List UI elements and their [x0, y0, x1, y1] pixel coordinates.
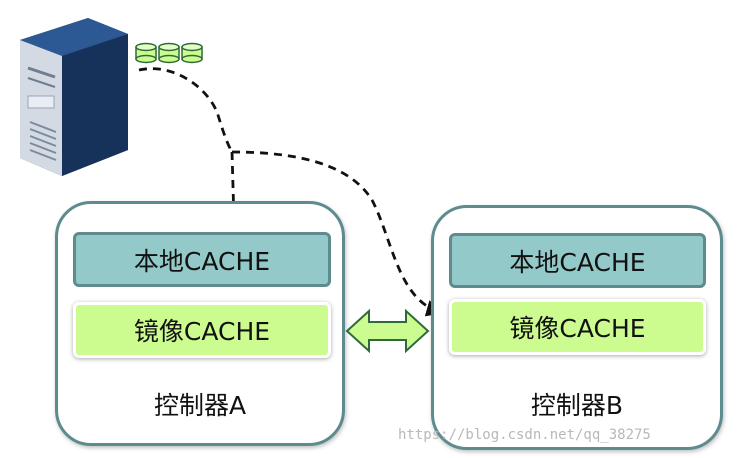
- mirror-cache-a: 镜像CACHE: [73, 302, 331, 358]
- controller-b: 本地CACHE 镜像CACHE 控制器B: [431, 205, 723, 450]
- disk-icon: [158, 42, 180, 64]
- mirror-cache-b: 镜像CACHE: [449, 299, 706, 355]
- local-cache-a: 本地CACHE: [73, 232, 331, 287]
- local-cache-b-label: 本地CACHE: [509, 247, 646, 277]
- server-tower-icon: [20, 18, 128, 176]
- controller-a: 本地CACHE 镜像CACHE 控制器A: [55, 201, 345, 446]
- watermark: https://blog.csdn.net/qq_38275: [398, 427, 651, 443]
- dashed-arrow-to-mirror-cache-b: [231, 150, 444, 317]
- mirror-cache-a-label: 镜像CACHE: [133, 317, 271, 346]
- disk-icon: [135, 42, 157, 64]
- disk-icon: [181, 42, 203, 64]
- mirror-cache-b-label: 镜像CACHE: [509, 314, 646, 343]
- controller-b-label: 控制器B: [530, 391, 624, 420]
- local-cache-a-label: 本地CACHE: [133, 246, 271, 276]
- local-cache-b: 本地CACHE: [449, 233, 706, 288]
- dashed-connector: [138, 67, 234, 153]
- controller-a-label: 控制器A: [153, 391, 247, 420]
